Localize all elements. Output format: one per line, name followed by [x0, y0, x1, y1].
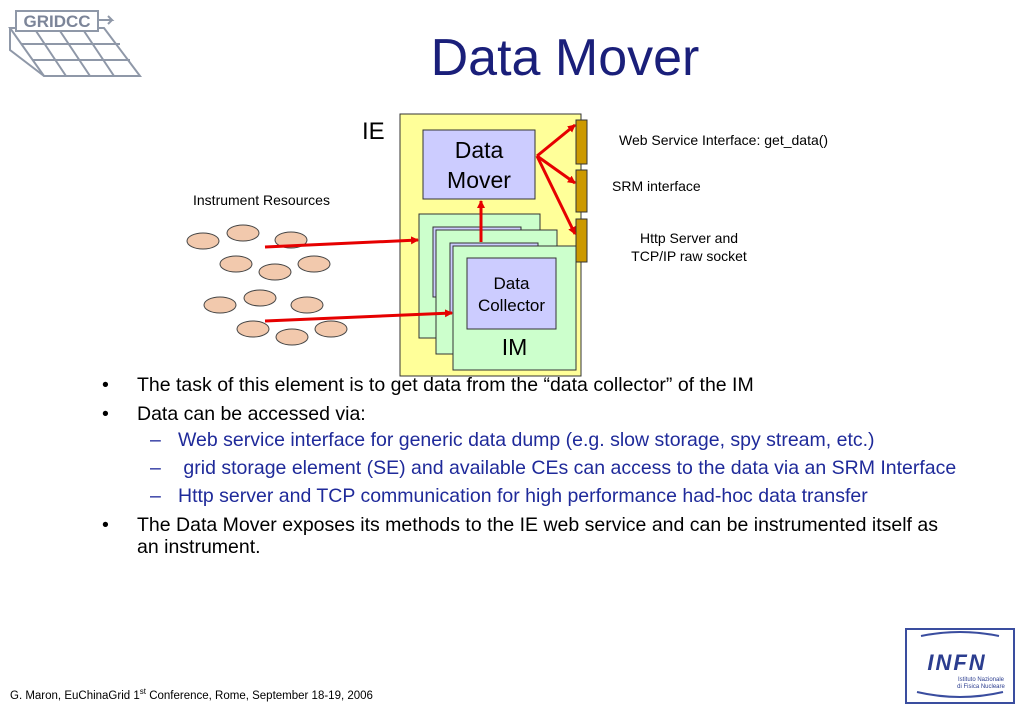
data-collector-label: Data Collector	[467, 273, 556, 317]
http-label-line1: Http Server and	[639, 230, 739, 246]
bullet-item: •Data can be accessed via:	[102, 403, 366, 425]
resource-ellipse	[258, 263, 292, 281]
sub-bullet-item: –Web service interface for generic data …	[150, 429, 875, 451]
im-label: IM	[501, 334, 528, 360]
resource-ellipse	[297, 255, 331, 273]
resource-ellipse	[236, 320, 270, 338]
http-label: Http Server and TCP/IP raw socket	[614, 229, 764, 265]
bullet-item: •The Data Mover exposes its methods to t…	[102, 514, 938, 558]
web-service-label: Web Service Interface: get_data()	[619, 132, 829, 148]
resource-ellipse	[226, 224, 260, 242]
infn-logo-subtitle-line1: Istituto Nazionale	[958, 677, 1005, 683]
infn-logo: INFN Istituto Nazionale di Fisica Nuclea…	[905, 628, 1015, 704]
footer-citation: G. Maron, EuChinaGrid 1st Conference, Ro…	[10, 687, 373, 702]
arrow-resources-to-im-back	[264, 236, 419, 249]
instrument-resources-group	[186, 224, 348, 346]
srm-port	[575, 169, 588, 213]
resource-ellipse	[290, 296, 324, 314]
resource-ellipse	[186, 232, 220, 250]
sub-bullet-item: – grid storage element (SE) and availabl…	[150, 457, 957, 479]
gridcc-logo: GRIDCC	[4, 6, 144, 82]
resource-ellipse	[243, 289, 277, 307]
data-collector-label-line2: Collector	[477, 296, 546, 315]
bullet-list: •The task of this element is to get data…	[100, 374, 960, 565]
data-collector-label-line1: Data	[493, 274, 530, 293]
web-service-port	[575, 119, 588, 165]
bullet-item: •The task of this element is to get data…	[102, 374, 754, 396]
sub-bullet-item: –Http server and TCP communication for h…	[150, 485, 868, 507]
resource-ellipse	[203, 296, 237, 314]
http-port	[575, 218, 588, 263]
srm-label: SRM interface	[612, 178, 701, 194]
gridcc-logo-text: GRIDCC	[23, 12, 90, 31]
arrow-mover-to-http-port	[535, 155, 577, 235]
arrow-resources-to-im-front	[264, 309, 453, 323]
gridcc-logo-grid: GRIDCC	[8, 10, 142, 77]
infn-logo-text: INFN	[927, 650, 986, 675]
data-mover-label: Data Mover	[423, 135, 535, 195]
resource-ellipse	[314, 320, 348, 338]
instrument-resources-label: Instrument Resources	[193, 192, 330, 208]
arrow-mover-to-web-port	[536, 123, 576, 158]
resource-ellipse	[219, 255, 253, 273]
data-mover-box	[422, 129, 536, 200]
resource-ellipse	[275, 328, 309, 346]
ie-label: IE	[362, 118, 385, 145]
arrow-mover-to-srm-port	[536, 154, 576, 185]
infn-logo-graphic: INFN Istituto Nazionale di Fisica Nuclea…	[916, 631, 1006, 698]
data-mover-label-line2: Mover	[447, 167, 511, 193]
infn-logo-subtitle-line2: di Fisica Nucleare	[957, 684, 1005, 690]
page-title: Data Mover	[430, 29, 700, 87]
data-mover-label-line1: Data	[454, 137, 504, 163]
http-label-line2: TCP/IP raw socket	[631, 248, 747, 264]
data-collector-box	[466, 257, 557, 330]
